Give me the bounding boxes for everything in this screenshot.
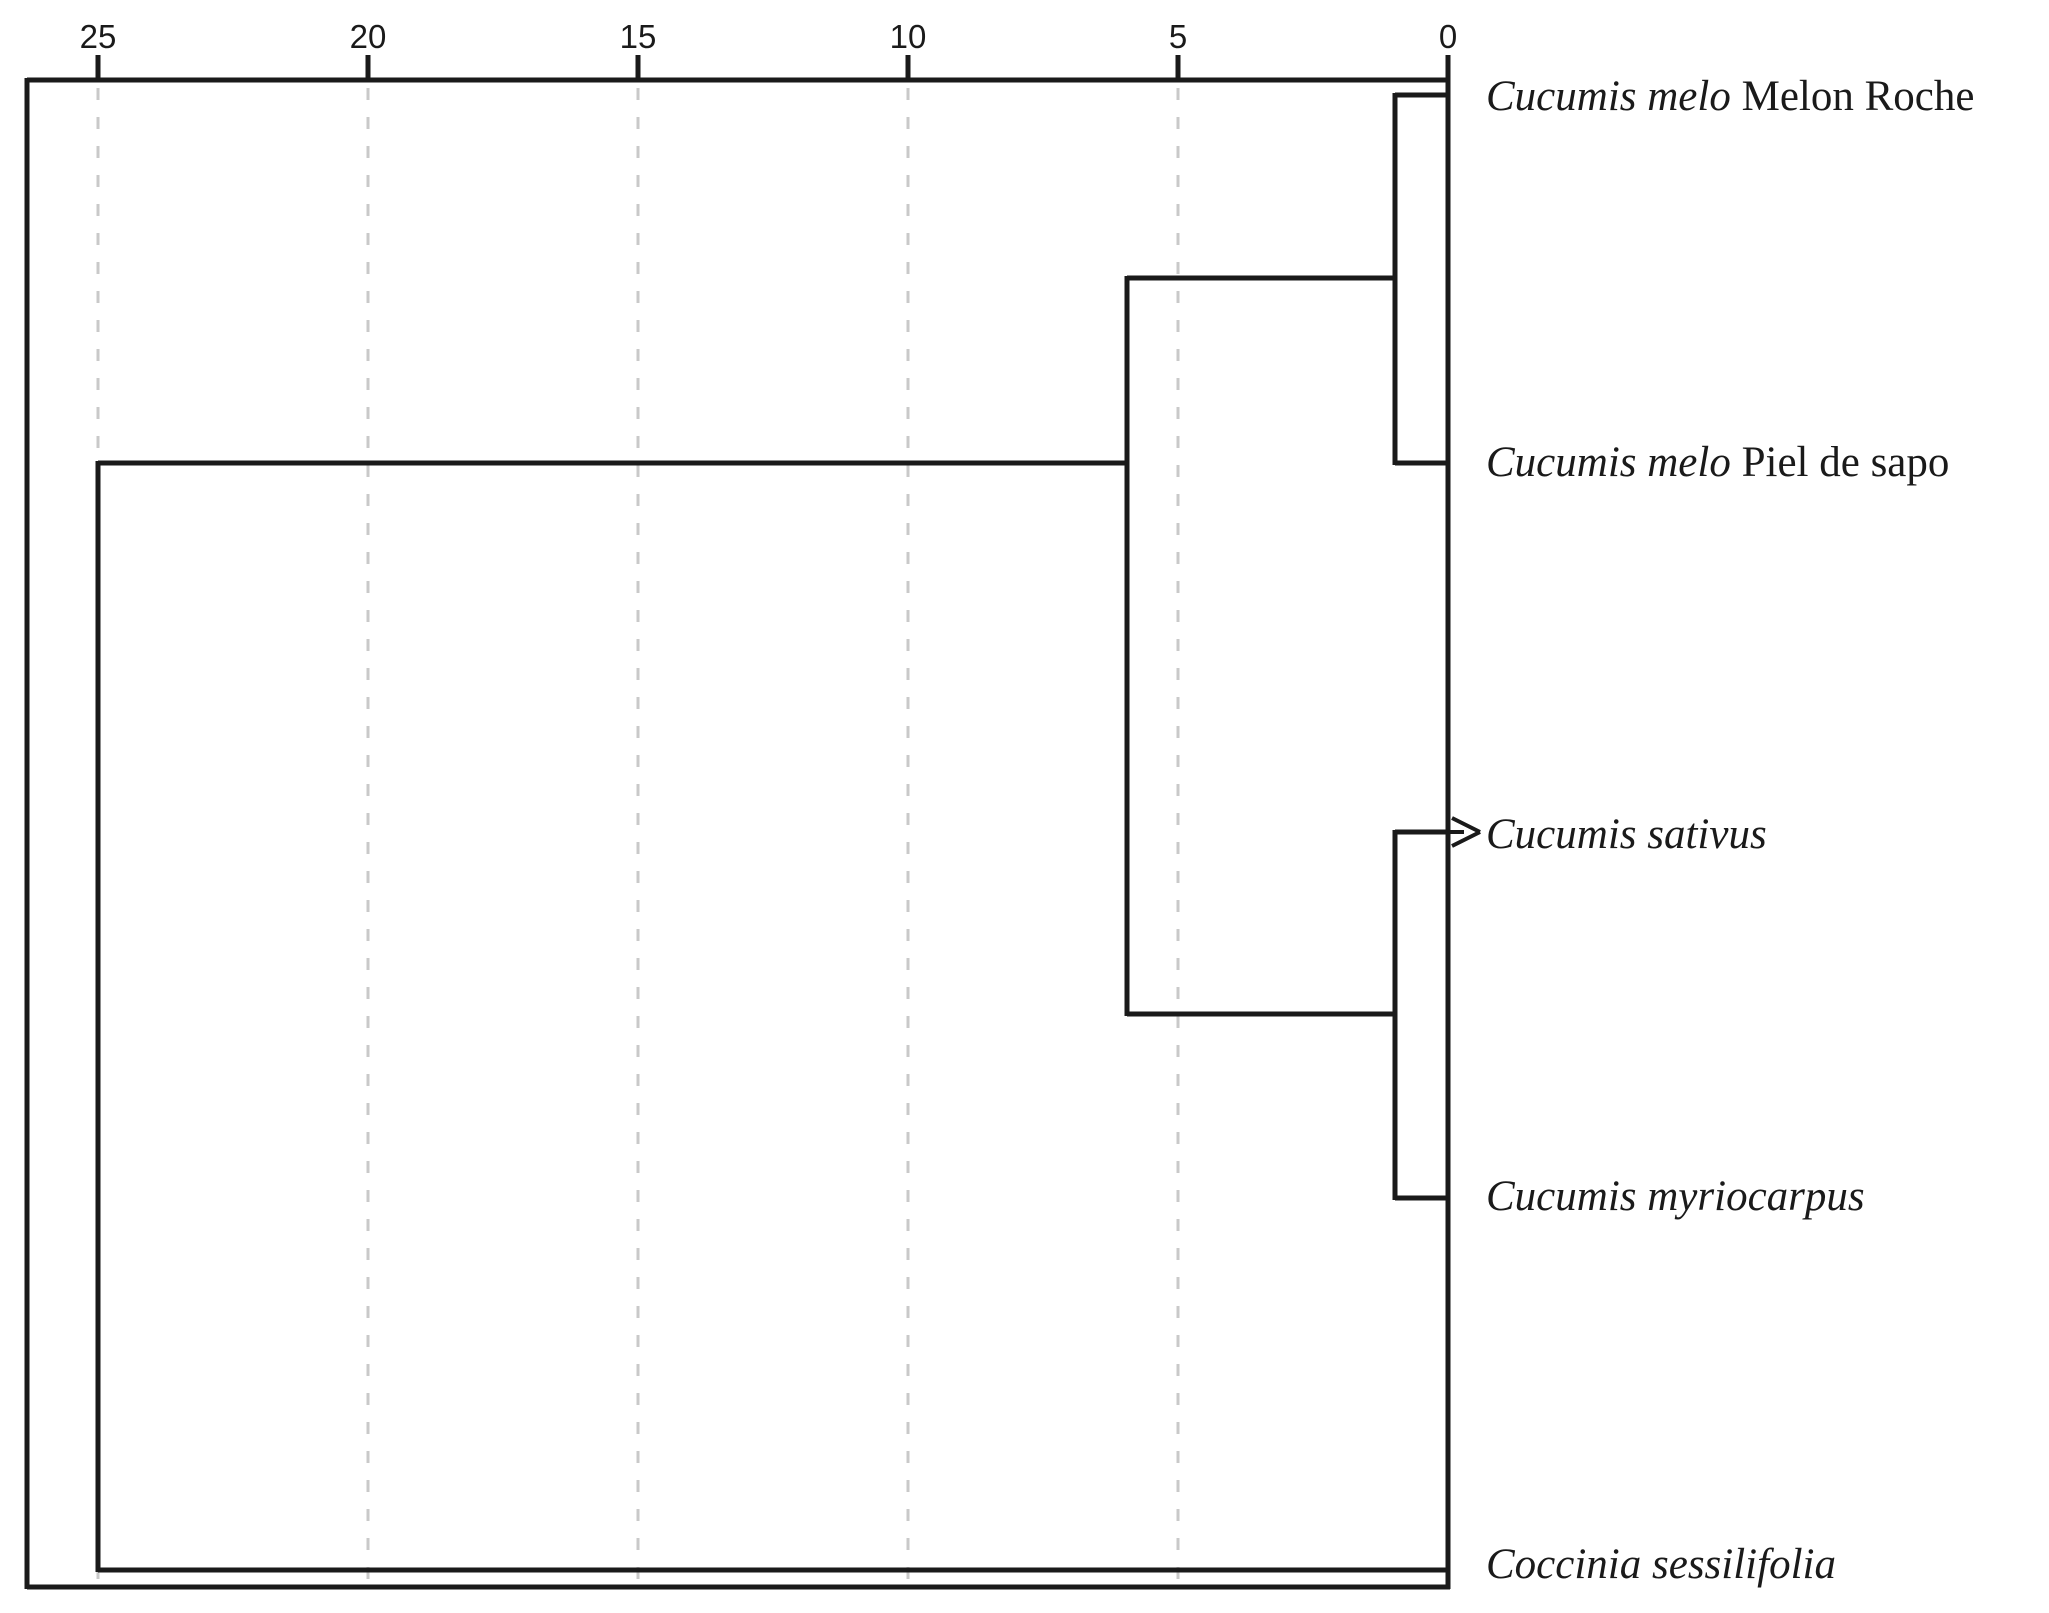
leaf-label-regular-part: Melon Roche — [1730, 73, 1975, 120]
leaf-label-melon-roche: Cucumis melo Melon Roche — [1486, 72, 1974, 122]
axis-tick-label: 0 — [1439, 18, 1457, 55]
axis-tick-label: 5 — [1169, 18, 1187, 55]
leaf-label-italic-part: Coccinia sessilifolia — [1486, 1541, 1836, 1588]
leaf-label-sessilifolia: Coccinia sessilifolia — [1486, 1540, 1836, 1590]
sativus-arrow-icon — [1451, 816, 1481, 834]
axis-tick-label: 10 — [890, 18, 927, 55]
leaf-label-italic-part: Cucumis sativus — [1486, 811, 1767, 858]
axis-tick-label: 20 — [350, 18, 387, 55]
leaf-label-italic-part: Cucumis melo — [1486, 439, 1731, 486]
axis-tick-label: 15 — [620, 18, 657, 55]
sativus-arrow-icon — [1451, 830, 1481, 848]
leaf-label-italic-part: Cucumis myriocarpus — [1486, 1173, 1865, 1220]
leaf-label-myriocarpus: Cucumis myriocarpus — [1486, 1172, 1865, 1222]
leaf-label-piel-de-sapo: Cucumis melo Piel de sapo — [1486, 438, 1949, 488]
leaf-label-regular-part: Piel de sapo — [1730, 439, 1950, 486]
leaf-label-sativus: Cucumis sativus — [1486, 810, 1767, 860]
axis-tick-label: 25 — [80, 18, 117, 55]
leaf-label-italic-part: Cucumis melo — [1486, 73, 1731, 120]
